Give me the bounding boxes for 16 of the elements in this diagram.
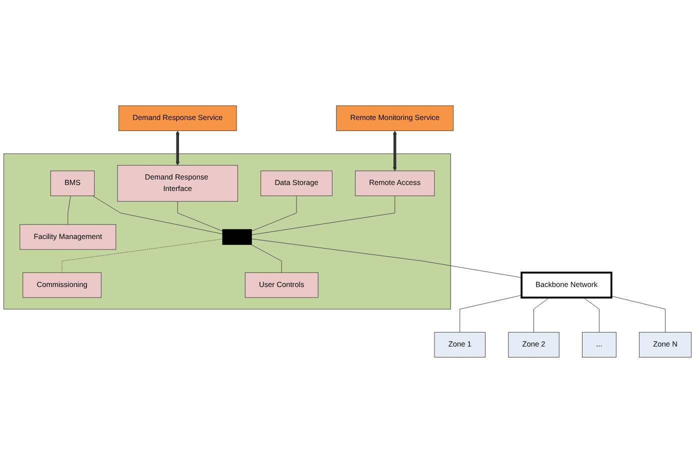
connector [68, 195, 71, 224]
arrow [176, 130, 180, 166]
connector [92, 195, 224, 234]
connector [534, 296, 550, 332]
node-bar [222, 228, 252, 244]
connector [177, 200, 224, 232]
arrow [392, 130, 397, 171]
connector [250, 195, 297, 232]
connector [250, 238, 522, 278]
connector [250, 243, 282, 272]
connector [250, 195, 396, 235]
connector [583, 296, 600, 332]
connector [62, 238, 224, 272]
connector [460, 294, 522, 332]
connector [611, 295, 666, 332]
cluster [3, 153, 451, 309]
